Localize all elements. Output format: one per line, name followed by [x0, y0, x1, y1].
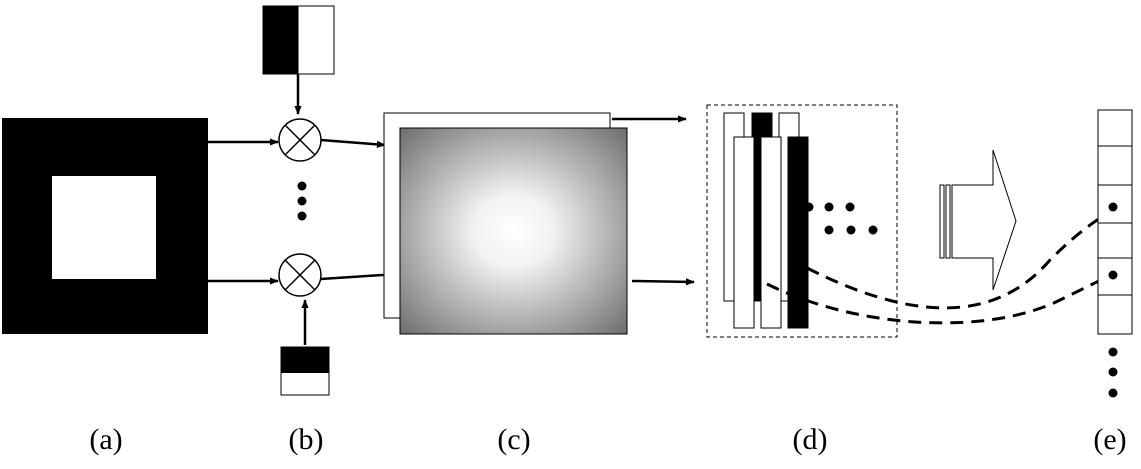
feature-vector-e	[1097, 109, 1133, 335]
dashed-arrow-to-upper-cell	[806, 208, 1116, 310]
arrow-maps-to-d-bottom	[631, 278, 695, 286]
circled-times-icon	[278, 253, 322, 297]
input-image-a	[2, 118, 208, 334]
feature-maps-c	[383, 112, 628, 335]
circled-times-icon	[278, 118, 322, 162]
pooled-features-d	[706, 104, 898, 338]
hollow-block-arrow-icon	[939, 149, 1017, 291]
label-a: (a)	[89, 423, 122, 456]
ellipsis-dots-e	[1108, 347, 1118, 398]
ellipsis-dots-d	[804, 202, 878, 235]
top-filter-kernel	[262, 5, 335, 75]
dashed-arrow-to-lower-cell	[766, 272, 1116, 325]
ellipsis-dots-b	[297, 181, 307, 221]
label-e: (e)	[1093, 423, 1126, 456]
label-c: (c)	[497, 423, 530, 456]
arrow-top-multiplier-to-maps	[320, 138, 386, 148]
label-d: (d)	[793, 423, 828, 456]
bottom-filter-kernel	[280, 346, 330, 396]
label-b: (b)	[289, 423, 324, 456]
